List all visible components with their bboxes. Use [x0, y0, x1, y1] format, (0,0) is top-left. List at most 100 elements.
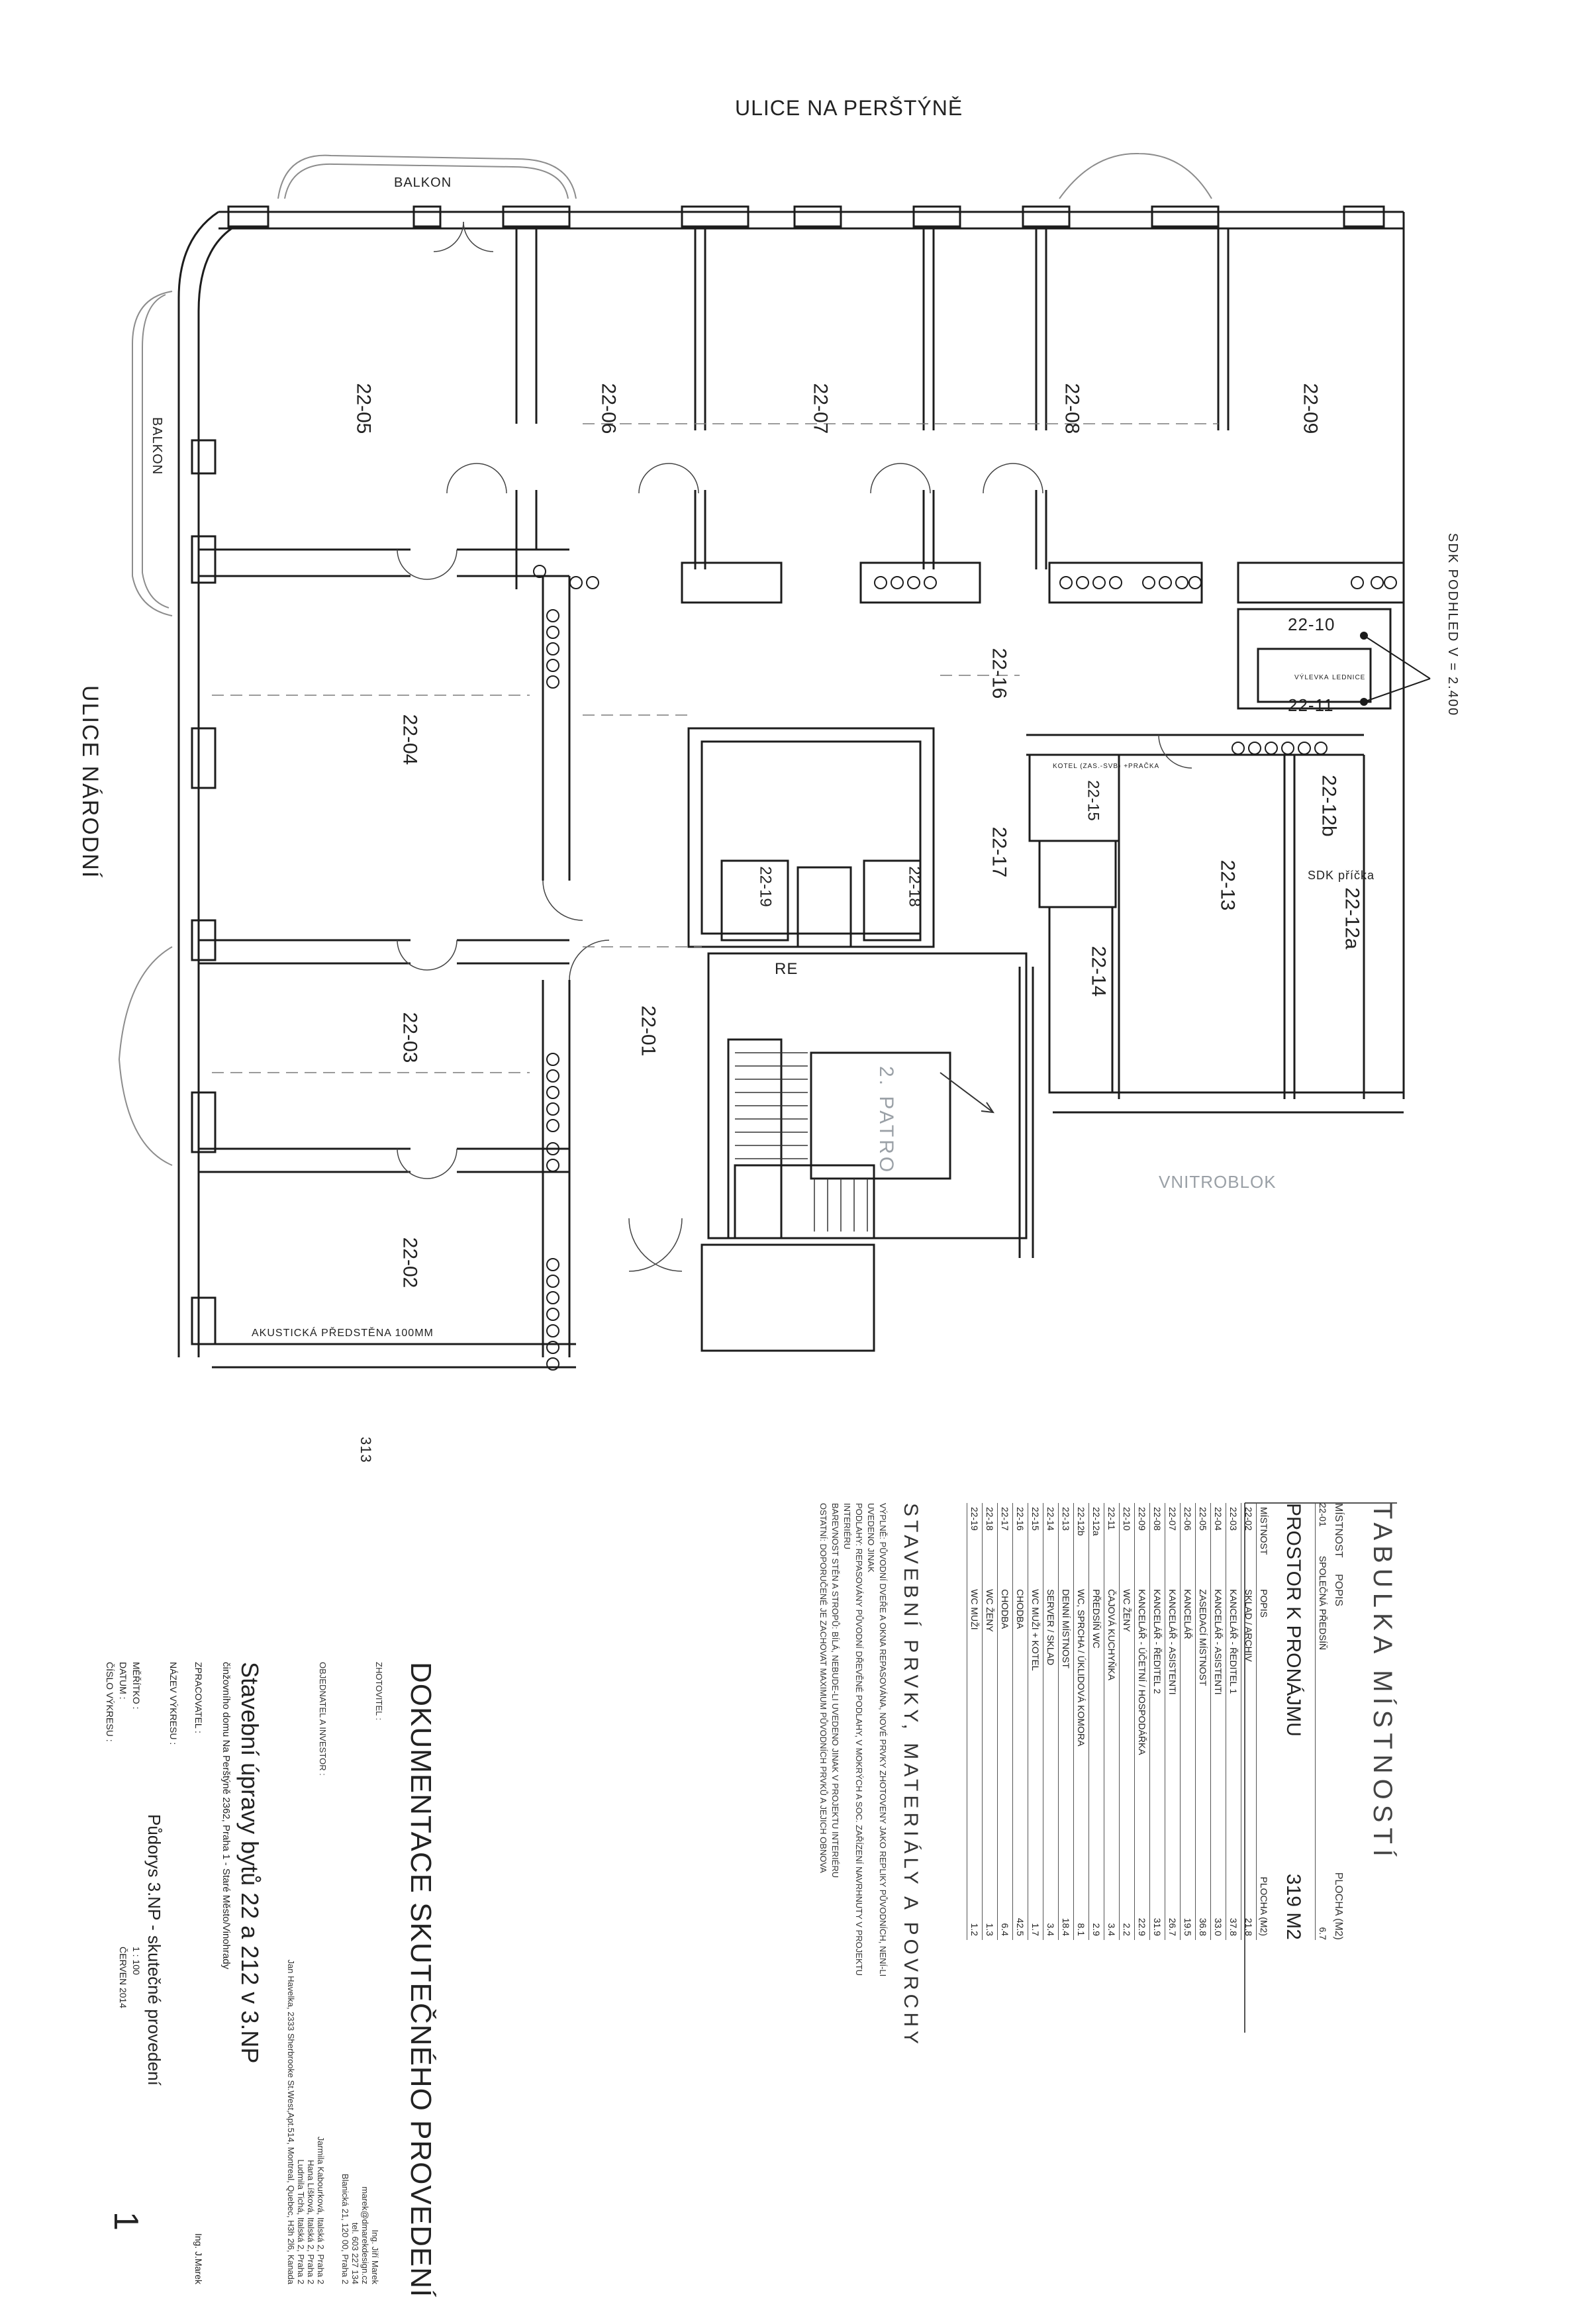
project-subtitle: činžovního domu Na Perštýně 2362, Praha … — [220, 1662, 232, 1970]
client-line: Jan Havelka, 2333 Sherbrooke St.West,Apt… — [286, 1959, 296, 2284]
drawing-name: Půdorys 3.NP - skutečné provedení — [144, 1814, 164, 2086]
cell-room-area: 21.8 — [1241, 1841, 1257, 1940]
author-block: Ing. Jiří Marek marek@dmarekdesign.cz te… — [340, 2174, 380, 2284]
room-label-22-11: 22-11 — [1288, 695, 1334, 715]
date-label: DATUM : — [118, 1662, 128, 1700]
cell-head-desc: POPIS — [1256, 1585, 1271, 1841]
cell-room-desc: SKLAD / ARCHIV — [1241, 1585, 1257, 1841]
cell-room-desc: DENNÍ MÍSTNOST — [1058, 1585, 1074, 1841]
cell-room-desc: KANCELÁŘ - ASISTENTI — [1210, 1585, 1226, 1841]
cell-room-area: 22.9 — [1134, 1841, 1150, 1940]
cell-room-desc: ZASEDACÍ MÍSTNOST — [1195, 1585, 1211, 1841]
head-col3: PLOCHA (M2) — [1333, 1872, 1344, 1940]
cell-room-area: 8.1 — [1073, 1841, 1089, 1940]
cell-room-desc: KANCELÁŘ - ŘEDITEL 2 — [1149, 1585, 1165, 1841]
materials-text: VÝPLNĚ: PŮVODNÍ DVEŘE A OKNA REPASOVÁNA,… — [817, 1503, 889, 2006]
drawn-label: ZPRACOVATEL : — [193, 1662, 204, 1733]
cell-room-id: 22-16 — [1012, 1503, 1028, 1586]
cell-room-desc: WC MUŽI + KOTEL — [1028, 1585, 1043, 1841]
cell-room-desc: KANCELÁŘ - ŘEDITEL 1 — [1226, 1585, 1241, 1841]
re-label: RE — [775, 960, 798, 978]
cell-room-area: 2.2 — [1119, 1841, 1135, 1940]
street-top-label: ULICE NA PERŠTÝNĚ — [735, 96, 963, 120]
cell-room-id: 22-14 — [1043, 1503, 1059, 1586]
balcony-label-top: BALKON — [394, 175, 452, 190]
room-label-22-02: 22-02 — [399, 1237, 421, 1288]
room-label-22-17: 22-17 — [988, 826, 1010, 878]
common-desc: SPOLEČNÁ PŘEDSÍŇ — [1318, 1555, 1328, 1651]
ceiling-note: SDK PODHLED V = 2.400 — [1445, 533, 1460, 717]
client-label: OBJEDNATEL A INVESTOR : — [318, 1662, 328, 1776]
scale-value: 1 : 100 — [131, 1947, 142, 1975]
dashed-lines — [212, 423, 1218, 1073]
cell-room-id: 22-12a — [1088, 1503, 1104, 1586]
rent-row: PROSTOR K PRONÁJMU 319 M2 — [1282, 1503, 1304, 1940]
author-label: ZHOTOVITEL : — [374, 1662, 384, 1721]
common-row: 22-01 SPOLEČNÁ PŘEDSÍŇ 6.7 — [1315, 1503, 1328, 1940]
title-block-frame — [1244, 1502, 1397, 2033]
cell-room-id: 22-03 — [1226, 1503, 1241, 1586]
street-left-label: ULICE NÁRODNÍ — [77, 685, 103, 879]
common-area: 6.7 — [1318, 1927, 1328, 1940]
balcony-label-left: BALKON — [150, 417, 164, 475]
author-line: tel. 603 227 134 — [350, 2222, 360, 2284]
stair-treads — [735, 1052, 868, 1232]
materials-line: OSTATNÍ: DOPORUČENÉ JE ZACHOVAT MAXIMUM … — [818, 1503, 828, 1873]
head-col1: MÍSTNOST — [1333, 1503, 1344, 1558]
rent-title: PROSTOR K PRONÁJMU — [1282, 1503, 1304, 1737]
room-label-22-01: 22-01 — [637, 1005, 659, 1057]
cell-room-area: 3.4 — [1104, 1841, 1120, 1940]
room-label-22-03: 22-03 — [399, 1012, 421, 1063]
stair-arrow — [940, 1072, 995, 1114]
cell-room-desc: CHODBA — [997, 1585, 1013, 1841]
room-label-22-19: 22-19 — [756, 866, 775, 907]
cell-room-id: 22-06 — [1180, 1503, 1196, 1586]
cell-room-area: 33.0 — [1210, 1841, 1226, 1940]
room-label-22-05: 22-05 — [352, 383, 375, 434]
room-label-22-10: 22-10 — [1288, 614, 1335, 634]
room-label-22-08: 22-08 — [1061, 383, 1083, 434]
sink-note: VÝLEVKA — [1294, 674, 1329, 681]
cell-room-desc: WC MUŽI — [967, 1585, 983, 1841]
cell-room-id: 22-15 — [1028, 1503, 1043, 1586]
doc-heading: DOKUMENTACE SKUTEČNÉHO PROVEDENÍ — [405, 1662, 437, 2298]
stair-label: 2. PATRO — [875, 1066, 897, 1175]
room-table-title: TABULKA MÍSTNOSTÍ — [1368, 1503, 1397, 1862]
cell-room-area: 19.5 — [1180, 1841, 1196, 1940]
author-line: marek@dmarekdesign.cz — [360, 2186, 370, 2284]
room-table-head: MÍSTNOST POPIS PLOCHA (M2) — [1332, 1503, 1344, 1940]
title-block: DOKUMENTACE SKUTEČNÉHO PROVEDENÍ ZHOTOVI… — [7, 1662, 437, 2324]
rent-total: 319 M2 — [1282, 1873, 1304, 1940]
cell-room-desc: ČAJOVÁ KUCHYŇKA — [1104, 1585, 1120, 1841]
cell-room-id: 22-13 — [1058, 1503, 1074, 1586]
cell-room-area: 31.9 — [1149, 1841, 1165, 1940]
room-label-22-07: 22-07 — [809, 383, 832, 434]
client-block: Jarmila Kabourková, Italská 2, Praha 2 H… — [286, 1960, 326, 2284]
room-label-22-18: 22-18 — [905, 866, 924, 907]
cell-room-area: 37.8 — [1226, 1841, 1241, 1940]
leader-lines — [1360, 632, 1431, 706]
acoustic-note: AKUSTICKÁ PŘEDSTĚNA 100MM — [252, 1328, 434, 1339]
cell-room-area: 36.8 — [1195, 1841, 1211, 1940]
floor-plan — [118, 152, 1431, 2033]
drawing-number: 1 — [107, 2211, 145, 2231]
balcony-outlines — [118, 152, 1212, 1166]
cell-room-desc: KANCELÁŘ - ÚČETNÍ / HOSPODÁŘKA — [1134, 1585, 1150, 1841]
materials-line: BAREVNOST STĚN A STROPŮ: BÍLÁ, NEBUDE-LI… — [830, 1503, 840, 1878]
cell-room-area: 2.9 — [1088, 1841, 1104, 1940]
door-swings — [397, 221, 1192, 1272]
client-line: Ludmila Tichá, Italská 2, Praha 2 — [296, 2159, 306, 2284]
client-line: Jarmila Kabourková, Italská 2, Praha 2 — [316, 2136, 326, 2284]
room-label-22-16: 22-16 — [988, 648, 1010, 699]
